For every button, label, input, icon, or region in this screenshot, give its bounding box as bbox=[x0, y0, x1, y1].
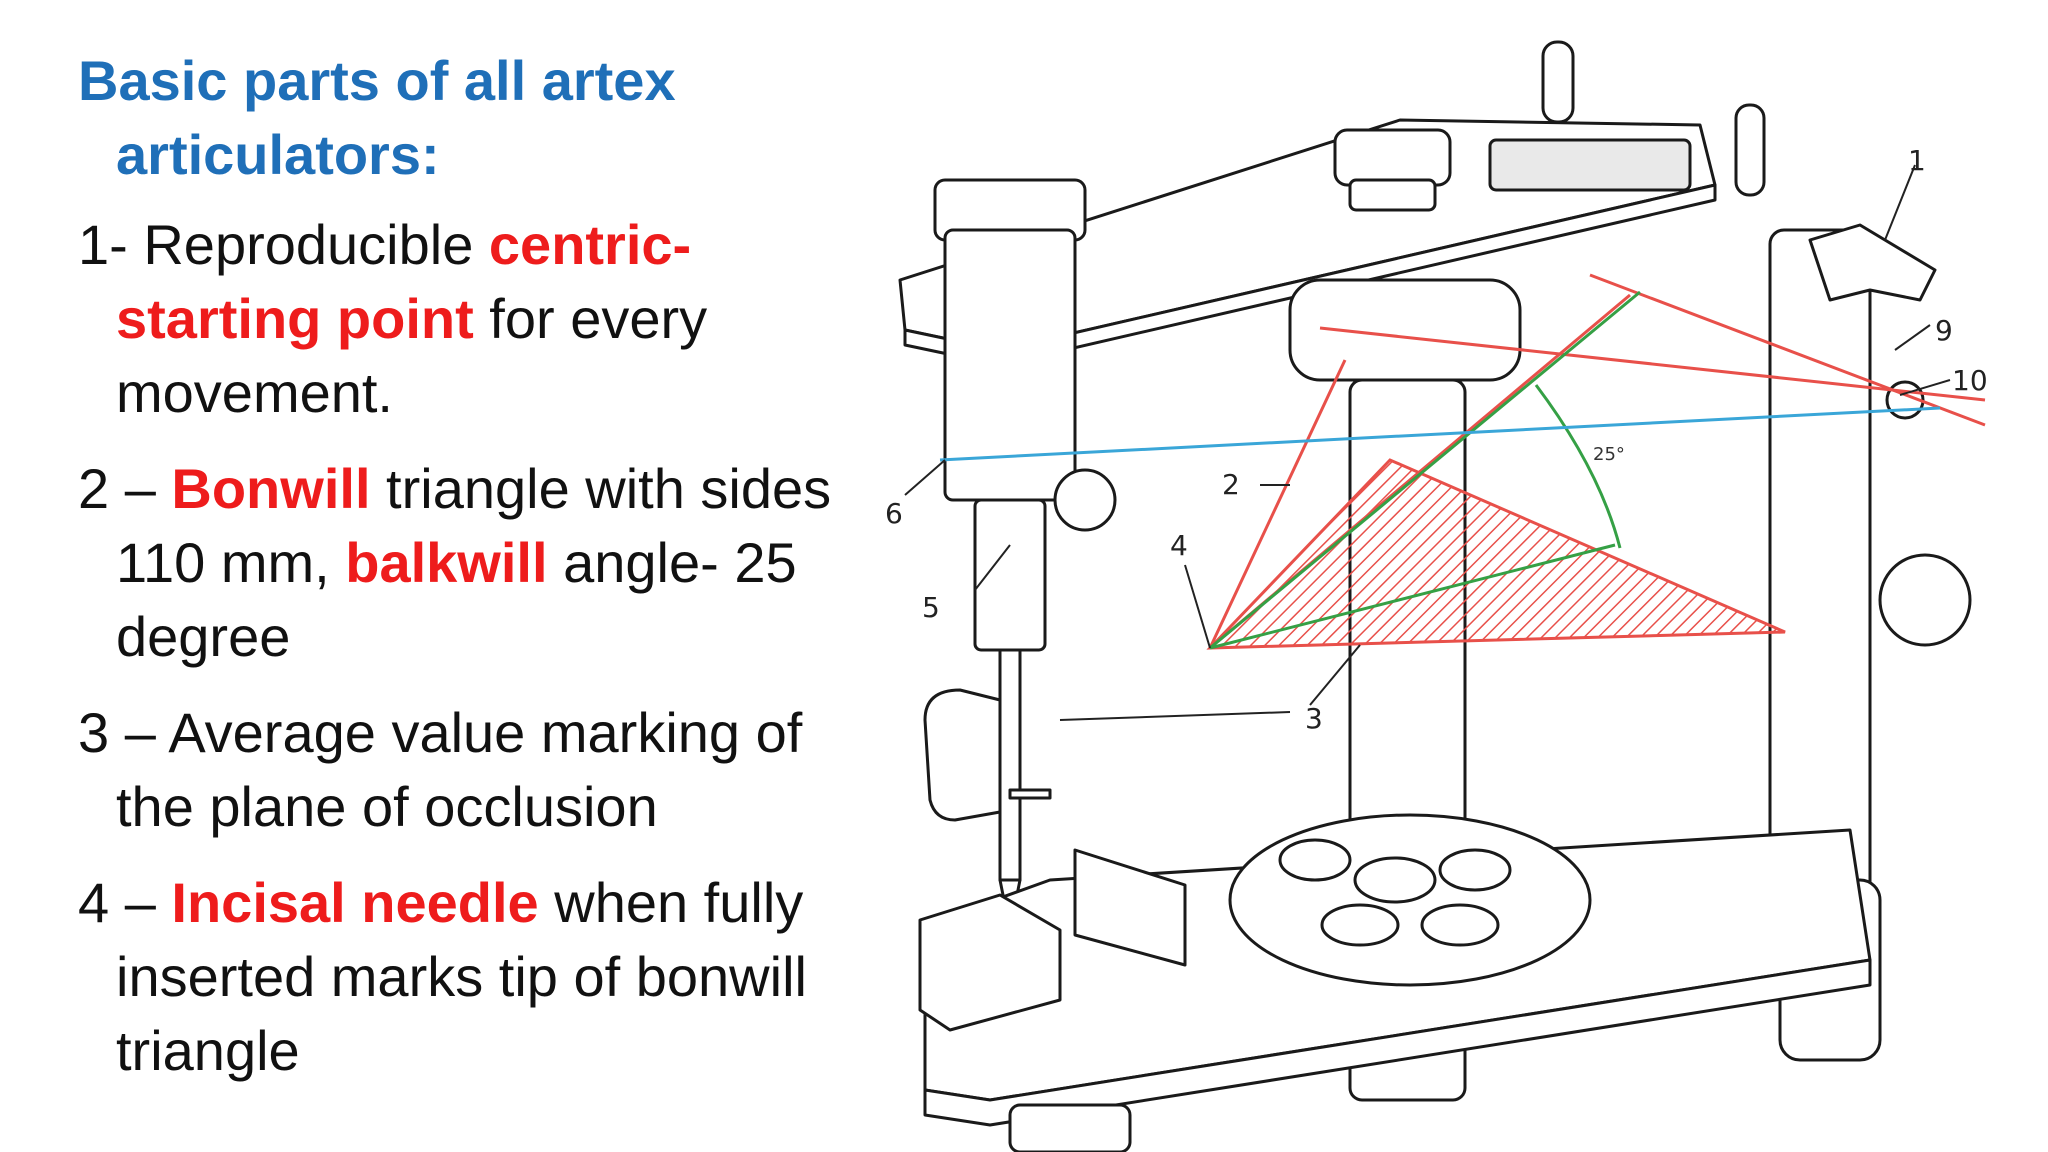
figure-label-3: 3 bbox=[1305, 702, 1323, 735]
hinge-axis bbox=[939, 406, 1941, 462]
figure-label-10: 10 bbox=[1952, 364, 1988, 397]
list-item-2: 2 – Bonwill triangle with sides 110 mm, … bbox=[78, 452, 868, 674]
item-2-text-b: triangle with sides 110 mm, bbox=[116, 457, 832, 594]
item-4-text-a: 4 – bbox=[78, 871, 172, 934]
bonwill-triangle bbox=[1206, 273, 1986, 650]
figure-label-4: 4 bbox=[1170, 529, 1188, 562]
list-item-3: 3 – Average value marking of the plane o… bbox=[78, 696, 868, 844]
angle-label: 25° bbox=[1593, 444, 1625, 465]
figure-label-6: 6 bbox=[885, 497, 903, 530]
figure-label-5: 5 bbox=[922, 591, 940, 624]
item-4-text-b: when fully inserted marks tip of bonwill… bbox=[116, 871, 807, 1082]
list-item-4: 4 – Incisal needle when fully inserted m… bbox=[78, 866, 868, 1088]
title-line-2: articulators: bbox=[116, 123, 440, 186]
slide-title: Basic parts of all artex articulators: bbox=[78, 44, 838, 192]
item-2-text-a: 2 – bbox=[78, 457, 172, 520]
item-4-highlight: Incisal needle bbox=[171, 871, 539, 934]
bullet-list: 1- Reproducible centric-starting point f… bbox=[78, 208, 868, 1110]
item-1-text-b: for every movement. bbox=[116, 287, 708, 424]
occlusal-plane bbox=[1209, 290, 1641, 650]
figure-label-9: 9 bbox=[1935, 314, 1953, 347]
item-3-text: 3 – Average value marking of the plane o… bbox=[78, 701, 803, 838]
articulator-figure: 1 2 3 4 5 6 9 10 25° bbox=[880, 0, 2048, 1152]
item-2-text-c: angle- 25 degree bbox=[116, 531, 797, 668]
figure-label-1: 1 bbox=[1908, 144, 1926, 177]
item-2-highlight-a: Bonwill bbox=[171, 457, 371, 520]
figure-labels bbox=[904, 164, 1951, 721]
item-1-text-a: 1- Reproducible bbox=[78, 213, 489, 276]
list-item-1: 1- Reproducible centric-starting point f… bbox=[78, 208, 868, 430]
item-1-highlight: centric-starting point bbox=[116, 213, 692, 350]
title-line-1: Basic parts of all artex bbox=[78, 49, 676, 112]
item-2-highlight-b: balkwill bbox=[345, 531, 548, 594]
figure-label-2: 2 bbox=[1222, 468, 1240, 501]
articulator-drawing: 1 2 3 4 5 6 9 10 25° bbox=[885, 40, 1988, 1152]
